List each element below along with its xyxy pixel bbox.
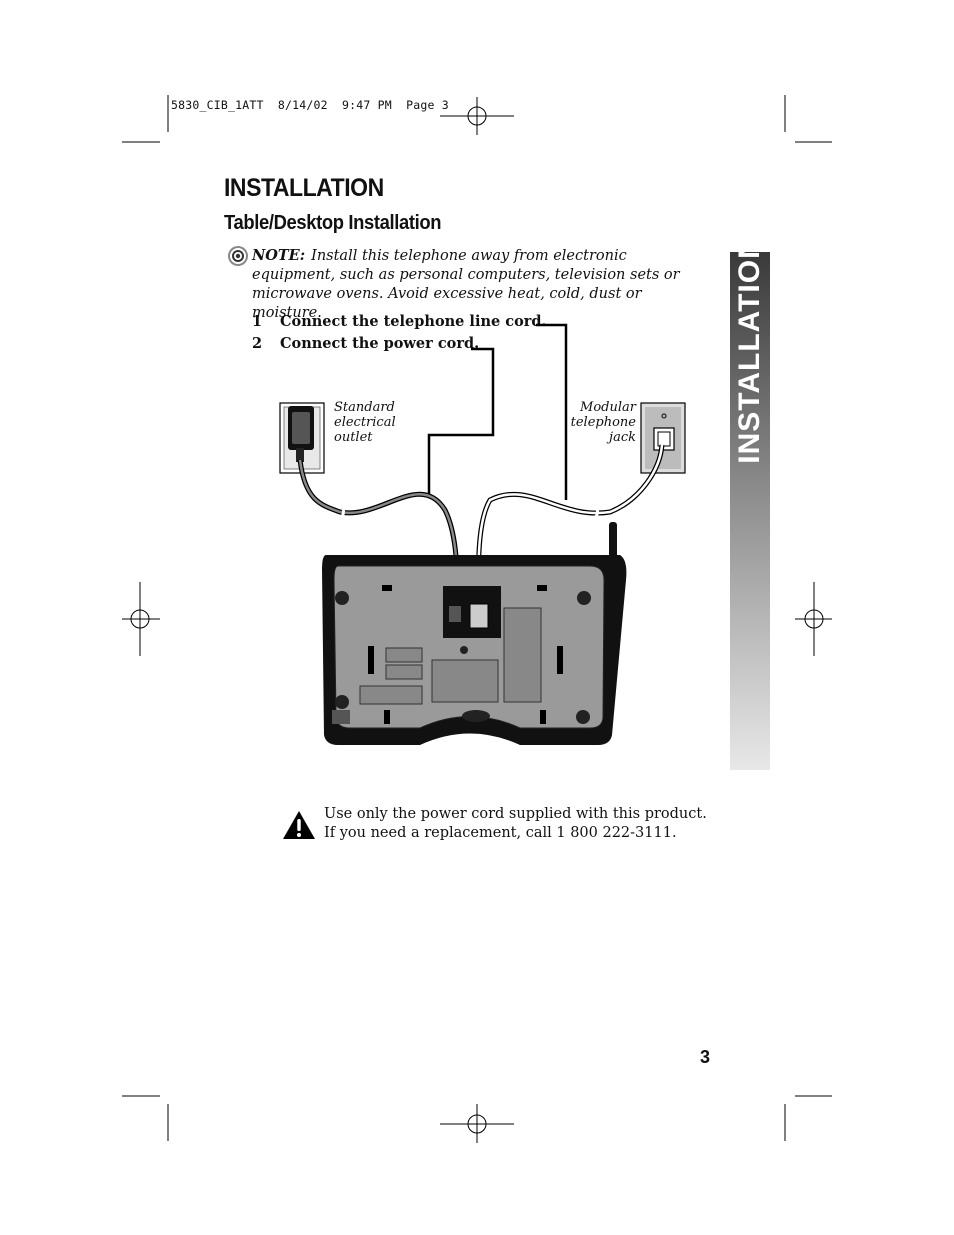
step-text: Connect the telephone line cord. — [280, 313, 547, 330]
warning-text: Use only the power cord supplied with th… — [324, 805, 707, 843]
jack-label-line: Modular — [580, 400, 636, 415]
warning-triangle-icon — [283, 811, 315, 839]
step-text: Connect the power cord. — [280, 335, 480, 352]
note-label: NOTE: — [252, 247, 306, 264]
step-item: 2 Connect the power cord. — [252, 335, 479, 352]
step-number: 1 — [252, 313, 263, 330]
step-number: 2 — [252, 335, 263, 352]
jack-label-line: telephone — [570, 415, 636, 430]
outlet-label-line: outlet — [334, 430, 373, 445]
page-title: INSTALLATION — [224, 174, 384, 202]
note-text: Install this telephone away from electro… — [252, 248, 680, 321]
side-tab-label: INSTALLATION — [730, 236, 770, 464]
outlet-label: Standard electrical outlet — [334, 400, 396, 445]
print-slug: 5830_CIB_1ATT 8/14/02 9:47 PM Page 3 — [171, 98, 449, 112]
section-title: Table/Desktop Installation — [224, 212, 442, 234]
step-item: 1 Connect the telephone line cord. — [252, 313, 547, 330]
note-paragraph: NOTE:Install this telephone away from el… — [252, 246, 702, 323]
page-number: 3 — [700, 1047, 711, 1067]
side-tab-text: INSTALLATION — [733, 236, 766, 464]
outlet-label-line: Standard — [334, 400, 395, 415]
target-icon — [228, 246, 248, 266]
jack-label-line: jack — [609, 430, 636, 445]
warning-line: Use only the power cord supplied with th… — [324, 806, 707, 822]
warning-line: If you need a replacement, call 1 800 22… — [324, 825, 677, 841]
outlet-label-line: electrical — [334, 415, 396, 430]
side-tab — [730, 252, 770, 770]
jack-label: Modular telephone jack — [560, 400, 636, 445]
